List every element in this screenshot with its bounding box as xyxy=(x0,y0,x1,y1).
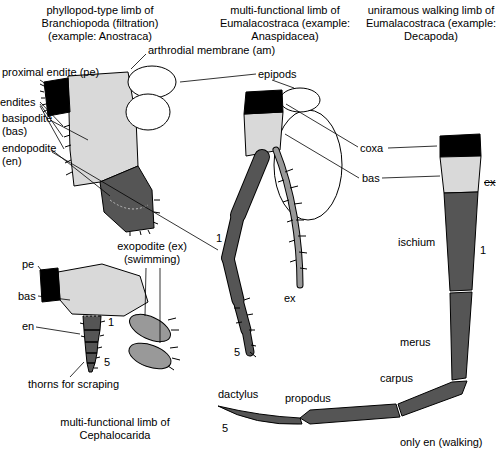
panel-heading: multi-functional limb of Eumalacostraca … xyxy=(215,4,355,43)
part-label: dactylus xyxy=(218,388,258,401)
exopod xyxy=(276,150,300,285)
part-label: ex xyxy=(284,292,296,305)
callout-number: 5 xyxy=(234,346,240,359)
part-label: endopodite (en) xyxy=(2,142,60,168)
part-label: coxa xyxy=(360,142,383,155)
part-label: endites xyxy=(0,96,35,109)
panel-heading: only en (walking) xyxy=(400,436,483,449)
part-label: basipodite (bas) xyxy=(2,112,60,138)
part-label: merus xyxy=(400,336,431,349)
part-label: pe xyxy=(22,258,34,271)
epipod xyxy=(126,94,170,130)
leader-lines xyxy=(36,54,440,377)
endopod xyxy=(83,316,101,372)
part-label: proximal endite (pe) xyxy=(2,66,99,79)
endopodite xyxy=(100,166,154,232)
part-label: carpus xyxy=(380,372,413,385)
note-label: thorns for scraping xyxy=(28,378,119,391)
dactylus xyxy=(218,406,302,424)
epipod xyxy=(280,88,320,112)
epipod xyxy=(128,66,176,98)
panel-heading: uniramous walking limb of Eumalacostraca… xyxy=(365,4,497,43)
merus xyxy=(450,292,472,380)
part-label: epipods xyxy=(258,68,297,81)
exopodite xyxy=(126,338,175,374)
callout-number: 5 xyxy=(222,422,228,435)
callout-number: 1 xyxy=(216,232,222,245)
panel-heading: phyllopod-type limb of Branchiopoda (fil… xyxy=(35,4,165,43)
basis xyxy=(58,264,148,316)
part-label: en xyxy=(22,320,34,333)
callout-number: 1 xyxy=(480,244,486,257)
basipodite xyxy=(68,72,138,186)
part-label: exopodite (ex) (swimming) xyxy=(112,240,192,266)
coxa xyxy=(440,134,481,157)
part-label: ex xyxy=(484,176,496,189)
callout-number: 5 xyxy=(104,356,110,369)
carpus xyxy=(398,381,467,416)
setae xyxy=(168,318,180,370)
exopodite xyxy=(125,309,174,348)
joint-line xyxy=(84,316,100,317)
joint-line xyxy=(110,200,148,209)
setae xyxy=(278,169,307,269)
callout-number: 1 xyxy=(108,316,114,329)
part-label: ischium xyxy=(398,236,435,249)
coxa xyxy=(244,90,283,114)
bristles xyxy=(40,84,160,236)
exopod-outline xyxy=(276,150,300,285)
endopod xyxy=(228,157,262,352)
part-label: bas xyxy=(18,290,36,303)
thorns xyxy=(80,321,105,368)
ischium xyxy=(444,192,478,291)
basis xyxy=(440,156,481,193)
panel-heading: multi-functional limb of Cephalocarida xyxy=(40,416,190,442)
part-label: arthrodial membrane (am) xyxy=(148,44,275,57)
propodus xyxy=(300,404,400,424)
part-label: bas xyxy=(362,172,380,185)
part-label: propodus xyxy=(285,392,331,405)
